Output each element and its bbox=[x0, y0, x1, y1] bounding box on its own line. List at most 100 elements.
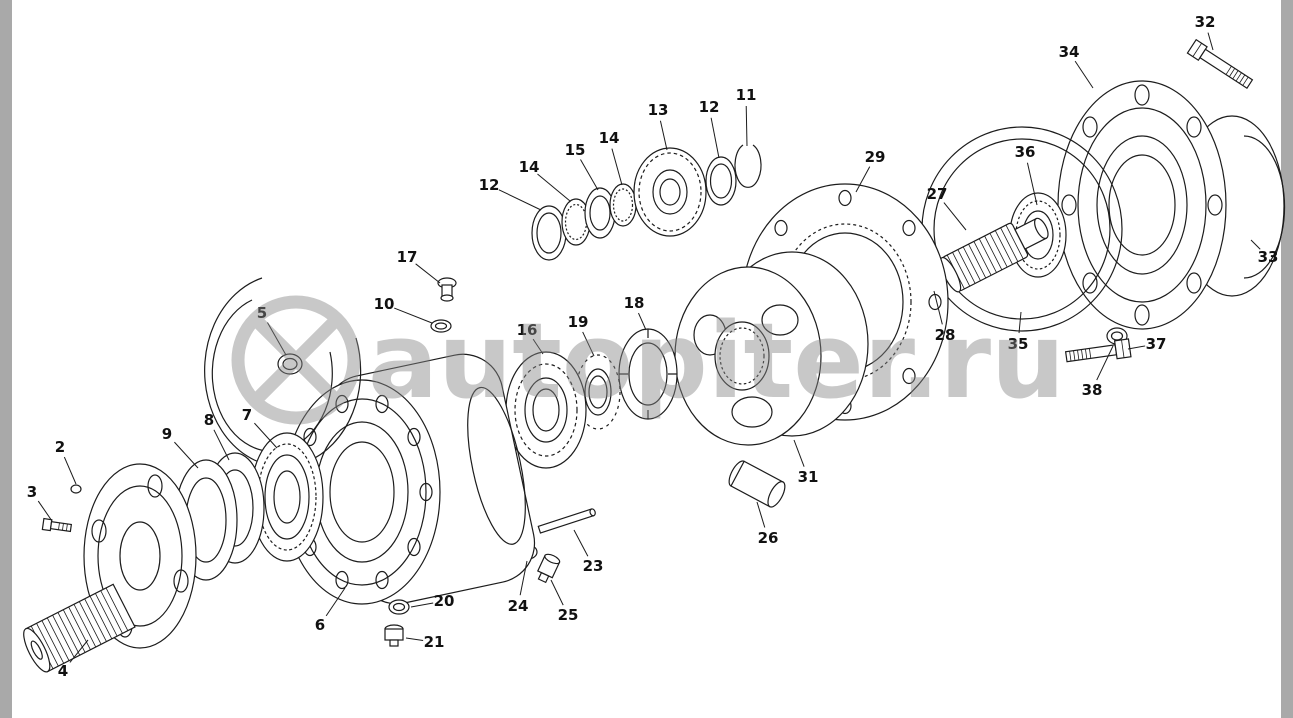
part-11-snap-ring bbox=[734, 144, 762, 188]
leader-line-36-34 bbox=[1026, 162, 1038, 206]
part-2-pin bbox=[70, 484, 82, 494]
part-17-breather-fitting bbox=[437, 277, 457, 302]
leader-line-12-15 bbox=[498, 189, 542, 211]
leader-line-6-4 bbox=[325, 587, 346, 617]
part-4-drive-shaft bbox=[23, 463, 197, 673]
callouts: 2345678910111213141514121617181920212324… bbox=[27, 13, 1279, 680]
leader-line-2-0 bbox=[63, 456, 77, 485]
part-23-pin bbox=[537, 508, 596, 534]
leader-line-9-7 bbox=[174, 441, 199, 469]
callout-17-17: 17 bbox=[397, 248, 418, 266]
autopiter-logo-icon bbox=[231, 295, 361, 425]
callout-2-0: 2 bbox=[55, 438, 65, 456]
leader-line-21-21 bbox=[405, 637, 424, 641]
callout-9-7: 9 bbox=[162, 425, 172, 443]
leader-line-8-6 bbox=[213, 429, 230, 461]
callout-14-14: 14 bbox=[519, 158, 540, 176]
callout-38-36: 38 bbox=[1082, 381, 1103, 399]
callout-33-31: 33 bbox=[1258, 248, 1279, 266]
part-12-ring-left bbox=[531, 205, 567, 261]
watermark-text: autopiter.ru bbox=[368, 300, 1065, 422]
callout-14-12: 14 bbox=[599, 129, 620, 147]
callout-35-33: 35 bbox=[1008, 335, 1029, 353]
callout-12-15: 12 bbox=[479, 176, 500, 194]
callout-25-24: 25 bbox=[558, 606, 579, 624]
leader-line-23-22 bbox=[573, 529, 589, 557]
part-25-plug bbox=[536, 553, 561, 584]
leader-line-16-16 bbox=[532, 338, 544, 355]
part-14-needle-bearing-right bbox=[609, 183, 637, 227]
callout-27-26: 27 bbox=[927, 185, 948, 203]
right-gray-strip bbox=[1281, 0, 1293, 718]
leader-line-7-5 bbox=[254, 422, 278, 449]
callout-34-32: 34 bbox=[1059, 43, 1080, 61]
leader-line-3-1 bbox=[37, 500, 53, 522]
leader-line-14-14 bbox=[537, 173, 571, 202]
part-10-washer bbox=[430, 319, 452, 333]
callout-24-23: 24 bbox=[508, 597, 529, 615]
leader-line-34-32 bbox=[1074, 60, 1094, 89]
leader-line-4-2 bbox=[69, 639, 89, 663]
part-12-ring-right bbox=[705, 156, 737, 206]
leader-line-13-11 bbox=[659, 120, 668, 151]
part-3-bolt bbox=[41, 517, 73, 533]
callout-16-16: 16 bbox=[517, 321, 538, 339]
leader-line-32-30 bbox=[1207, 32, 1214, 51]
part-16-bearing bbox=[505, 351, 587, 469]
callout-37-35: 37 bbox=[1146, 335, 1167, 353]
leader-line-17-17 bbox=[415, 263, 441, 284]
leader-line-27-26 bbox=[943, 202, 967, 231]
part-34-hub-cover bbox=[1057, 80, 1227, 330]
callout-7-5: 7 bbox=[242, 406, 252, 424]
leader-line-37-35 bbox=[1127, 345, 1146, 350]
leader-line-20-20 bbox=[410, 602, 434, 608]
part-31-planet-carrier bbox=[674, 251, 869, 446]
callout-20-20: 20 bbox=[434, 592, 455, 610]
callout-12-10: 12 bbox=[699, 98, 720, 116]
callout-31-29: 31 bbox=[798, 468, 819, 486]
callout-19-19: 19 bbox=[568, 313, 589, 331]
part-6-hub-housing bbox=[283, 353, 536, 605]
part-27-sun-gear-shaft bbox=[939, 217, 1049, 293]
leader-line-35-33 bbox=[1018, 311, 1022, 334]
callout-28-27: 28 bbox=[935, 326, 956, 344]
callout-13-11: 13 bbox=[648, 101, 669, 119]
callout-21-21: 21 bbox=[424, 633, 445, 651]
callout-11-9: 11 bbox=[736, 86, 757, 104]
callout-3-1: 3 bbox=[27, 483, 37, 501]
callout-29-28: 29 bbox=[865, 148, 886, 166]
leader-line-29-28 bbox=[855, 166, 871, 193]
part-26-roller-pin bbox=[728, 460, 786, 508]
callout-23-22: 23 bbox=[583, 557, 604, 575]
callout-18-18: 18 bbox=[624, 294, 645, 312]
leader-line-33-31 bbox=[1250, 239, 1261, 250]
leader-line-31-29 bbox=[793, 439, 805, 467]
part-20-washer bbox=[388, 599, 410, 615]
part-32-bolt bbox=[1186, 38, 1254, 89]
leader-line-25-24 bbox=[550, 579, 564, 606]
leader-line-38-36 bbox=[1096, 345, 1114, 381]
part-21-drain-plug bbox=[384, 624, 404, 647]
leader-line-12-10 bbox=[710, 117, 720, 159]
leader-line-14-12 bbox=[611, 148, 623, 186]
leader-line-11-9 bbox=[745, 105, 748, 147]
leader-line-24-23 bbox=[519, 560, 528, 596]
callout-8-6: 8 bbox=[204, 411, 214, 429]
left-gray-strip bbox=[0, 0, 12, 718]
callout-6-4: 6 bbox=[315, 616, 325, 634]
leader-line-15-13 bbox=[580, 159, 599, 191]
callout-10-8: 10 bbox=[374, 295, 395, 313]
leader-line-28-27 bbox=[933, 290, 943, 325]
leader-line-19-19 bbox=[582, 331, 595, 357]
callout-26-25: 26 bbox=[758, 529, 779, 547]
callout-15-13: 15 bbox=[565, 141, 586, 159]
part-13-gear bbox=[633, 147, 707, 237]
part-7-bearing-cone bbox=[250, 432, 324, 562]
callout-36-34: 36 bbox=[1015, 143, 1036, 161]
part-37-bolt bbox=[1064, 338, 1132, 363]
leader-line-26-25 bbox=[756, 501, 766, 528]
part-5-nut bbox=[277, 353, 303, 375]
callout-32-30: 32 bbox=[1195, 13, 1216, 31]
